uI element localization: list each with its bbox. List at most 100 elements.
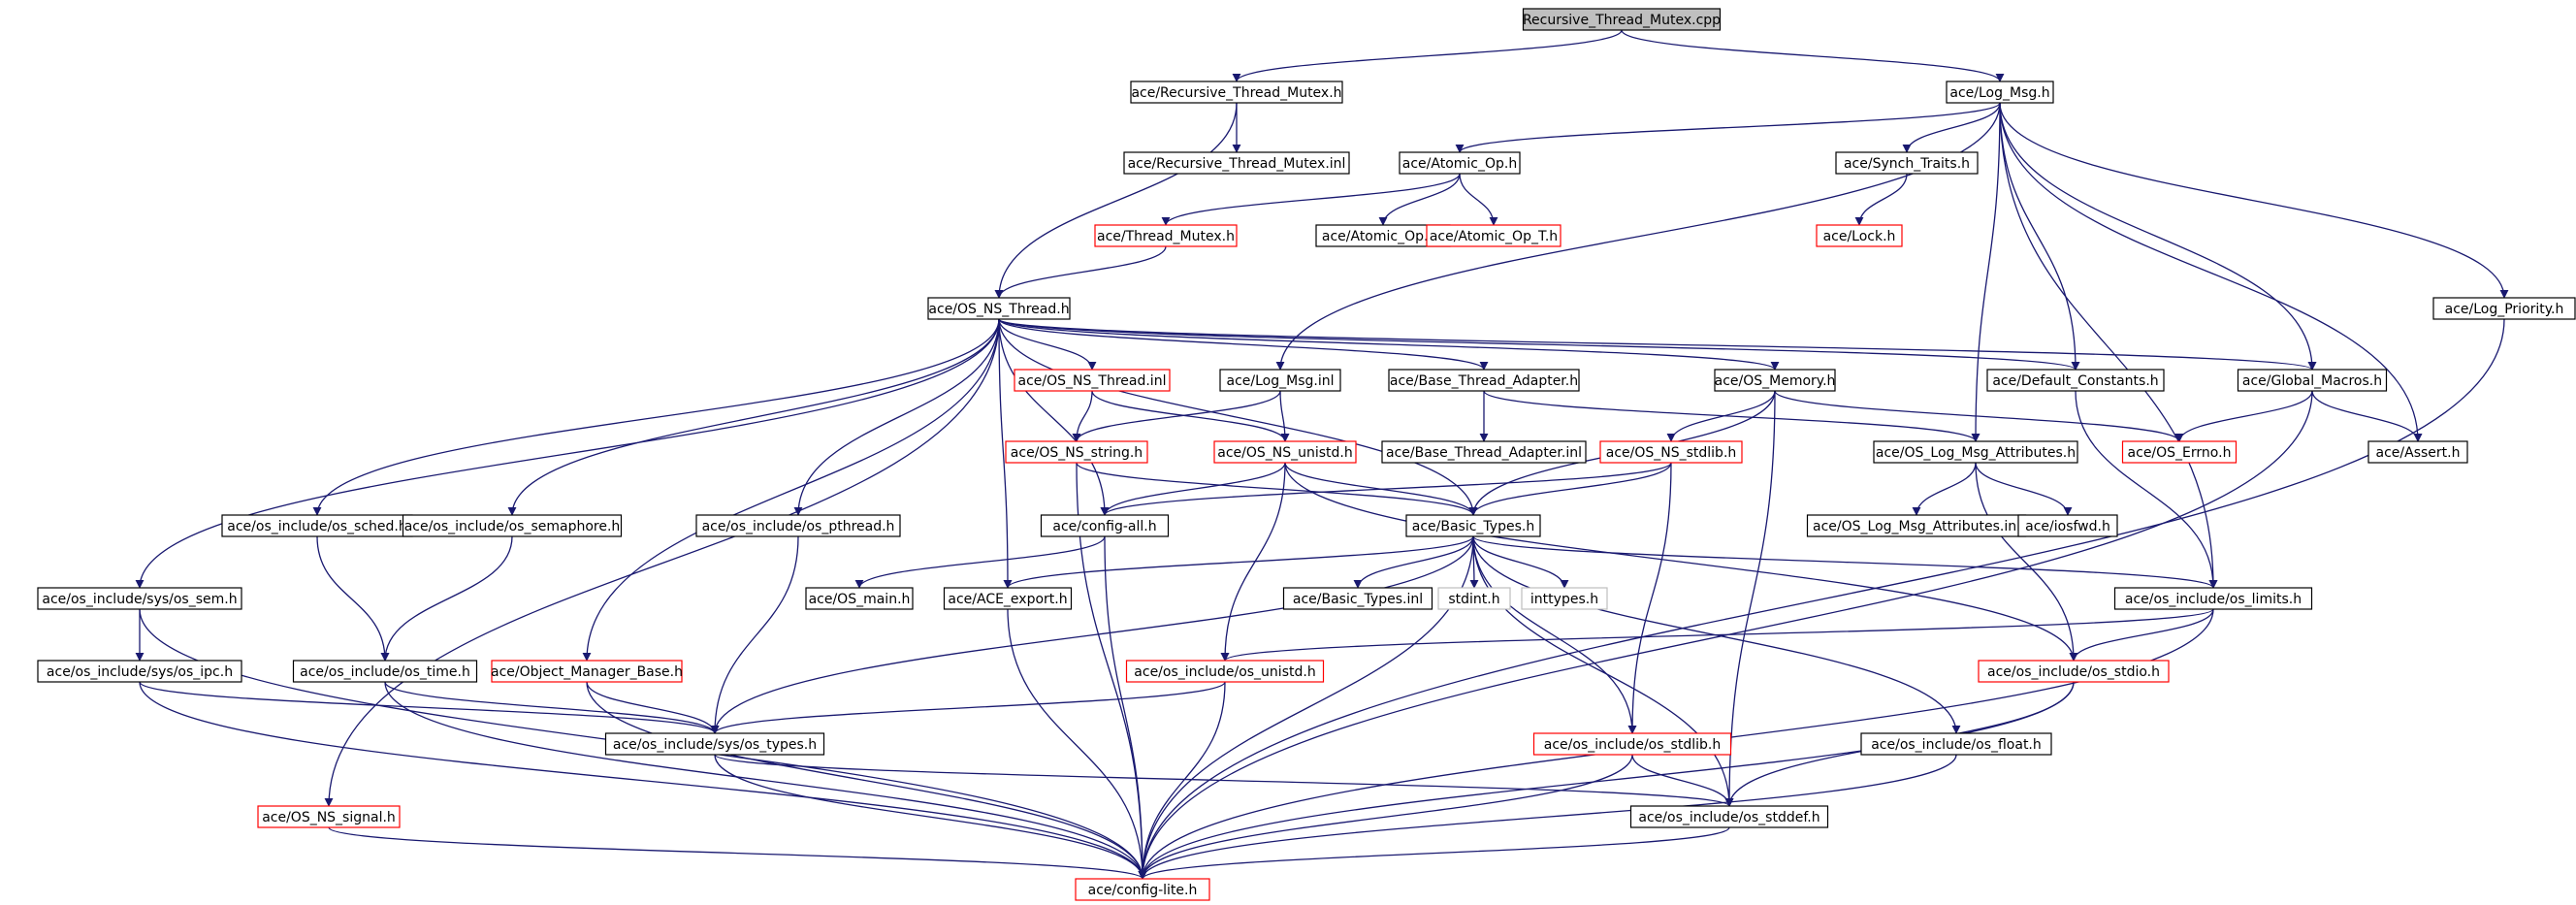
node-rtm-inl[interactable]: ace/Recursive_Thread_Mutex.inl <box>1123 151 1350 175</box>
node-stdint-h[interactable]: stdint.h <box>1437 587 1511 610</box>
node-default-constants-h[interactable]: ace/Default_Constants.h <box>1986 369 2165 392</box>
node-inttypes-h[interactable]: inttypes.h <box>1521 587 1608 610</box>
edge-os_unistd_h-to-config_lite_h <box>1138 681 1226 880</box>
edge-os_ns_unistd_h-to-os_stdio_h <box>1284 462 2078 662</box>
node-os-ns-string-h[interactable]: ace/OS_NS_string.h <box>1005 440 1148 464</box>
node-label: ace/Log_Priority.h <box>2445 302 2564 317</box>
edge-os_ns_thread_h-to-default_constants_h <box>998 318 2080 371</box>
node-box <box>1388 369 1580 392</box>
node-object-manager-base-h[interactable]: ace/Object_Manager_Base.h <box>491 660 683 683</box>
node-os-log-msg-attributes-h[interactable]: ace/OS_Log_Msg_Attributes.h <box>1873 440 2078 464</box>
node-base-thread-adapter-h[interactable]: ace/Base_Thread_Adapter.h <box>1388 369 1580 392</box>
node-label: ace/OS_NS_signal.h <box>262 810 396 825</box>
node-config-lite-h[interactable]: ace/config-lite.h <box>1075 878 1210 901</box>
node-config-all-h[interactable]: ace/config-all.h <box>1040 514 1170 537</box>
node-iosfwd-h[interactable]: ace/iosfwd.h <box>2017 514 2118 537</box>
edge-os_ns_thread_h-to-os_sem_h <box>135 318 1000 589</box>
node-box <box>1125 660 1325 683</box>
node-label: Recursive_Thread_Mutex.cpp <box>1523 13 1721 28</box>
edge-synch_traits_h-to-lock_h <box>1854 173 1908 226</box>
node-os-ns-unistd-h[interactable]: ace/OS_NS_unistd.h <box>1213 440 1357 464</box>
edge-log_msg_inl-to-os_ns_string_h <box>1072 390 1281 442</box>
edge-global_macros_h-to-os_errno_h <box>2174 390 2313 442</box>
node-label: ace/Global_Macros.h <box>2242 373 2382 389</box>
node-basic-types-h[interactable]: ace/Basic_Types.h <box>1405 514 1541 537</box>
node-label: ace/ACE_export.h <box>948 592 1067 607</box>
node-os-unistd-h[interactable]: ace/os_include/os_unistd.h <box>1125 660 1325 683</box>
node-label: ace/Log_Msg.inl <box>1227 373 1335 389</box>
node-label: ace/Base_Thread_Adapter.inl <box>1386 445 1582 461</box>
node-label: ace/os_include/os_pthread.h <box>702 519 895 534</box>
node-label: ace/config-all.h <box>1052 519 1156 534</box>
edge-os_ns_signal_h-to-config_lite_h <box>328 826 1147 880</box>
node-basic-types-inl[interactable]: ace/Basic_Types.inl <box>1282 587 1433 610</box>
node-os-log-msg-attributes-inl[interactable]: ace/OS_Log_Msg_Attributes.inl <box>1806 514 2027 537</box>
node-thread-mutex-h[interactable]: ace/Thread_Mutex.h <box>1094 224 1238 247</box>
node-os-ns-signal-h[interactable]: ace/OS_NS_signal.h <box>257 805 401 828</box>
node-label: ace/os_include/os_unistd.h <box>1134 664 1315 680</box>
node-label: ace/OS_Log_Msg_Attributes.inl <box>1813 519 2020 534</box>
edge-log_msg_h-to-log_priority_h <box>1999 102 2509 299</box>
node-rtm-h[interactable]: ace/Recursive_Thread_Mutex.h <box>1130 81 1343 104</box>
node-os-semaphore-h[interactable]: ace/os_include/os_semaphore.h <box>402 514 623 537</box>
edge-os_unistd_h-to-os_types_h <box>710 681 1226 734</box>
node-os-limits-h[interactable]: ace/os_include/os_limits.h <box>2113 587 2313 610</box>
node-box <box>1219 369 1341 392</box>
node-atomic-op-h[interactable]: ace/Atomic_Op.h <box>1399 151 1521 175</box>
edge-basic_types_h-to-os_limits_h <box>1472 535 2218 589</box>
node-os-stdio-h[interactable]: ace/os_include/os_stdio.h <box>1978 660 2170 683</box>
node-box <box>1835 151 1979 175</box>
edge-basic_types_h-to-basic_types_inl <box>1353 535 1474 589</box>
node-box <box>1130 81 1343 104</box>
node-root[interactable]: Recursive_Thread_Mutex.cpp <box>1522 8 1722 31</box>
node-os-ns-thread-inl[interactable]: ace/OS_NS_Thread.inl <box>1014 369 1171 392</box>
node-os-main-h[interactable]: ace/OS_main.h <box>805 587 914 610</box>
node-os-stdlib-h[interactable]: ace/os_include/os_stdlib.h <box>1532 732 1732 756</box>
node-label: ace/Lock.h <box>1823 229 1896 244</box>
node-log-priority-h[interactable]: ace/Log_Priority.h <box>2432 297 2576 320</box>
node-box <box>1381 440 1587 464</box>
node-label: ace/OS_main.h <box>809 592 911 607</box>
edge-atomic_op_h-to-atomic_op_t_h <box>1459 173 1498 226</box>
node-log-msg-inl[interactable]: ace/Log_Msg.inl <box>1219 369 1341 392</box>
node-os-errno-h[interactable]: ace/OS_Errno.h <box>2121 440 2238 464</box>
node-box <box>1075 878 1210 901</box>
node-os-time-h[interactable]: ace/os_include/os_time.h <box>292 660 478 683</box>
node-os-float-h[interactable]: ace/os_include/os_float.h <box>1860 732 2052 756</box>
node-label: ace/Atomic_Op_T.h <box>1430 229 1558 244</box>
edge-os_memory_h-to-os_stddef_h <box>1724 390 1776 807</box>
node-base-thread-adapter-inl[interactable]: ace/Base_Thread_Adapter.inl <box>1381 440 1587 464</box>
node-assert-h[interactable]: ace/Assert.h <box>2367 440 2468 464</box>
node-box <box>943 587 1073 610</box>
node-atomic-op-inl[interactable]: ace/Atomic_Op.inl <box>1315 224 1451 247</box>
node-os-ns-thread-h[interactable]: ace/OS_NS_Thread.h <box>927 297 1071 320</box>
node-box <box>2367 440 2468 464</box>
node-box <box>1522 8 1722 31</box>
node-box <box>1123 151 1350 175</box>
node-label: ace/OS_NS_unistd.h <box>1217 445 1353 461</box>
edge-config_all_h-to-config_lite_h <box>1104 535 1147 880</box>
node-os-sem-h[interactable]: ace/os_include/sys/os_sem.h <box>37 587 242 610</box>
edge-os_semaphore_h-to-os_time_h <box>380 535 513 662</box>
node-os-ipc-h[interactable]: ace/os_include/sys/os_ipc.h <box>37 660 242 683</box>
edge-os_stdlib_h-to-os_stddef_h <box>1631 754 1734 807</box>
edge-basic_types_h-to-os_stddef_h <box>1472 535 1734 807</box>
node-synch-traits-h[interactable]: ace/Synch_Traits.h <box>1835 151 1979 175</box>
node-ace-export-h[interactable]: ace/ACE_export.h <box>943 587 1073 610</box>
node-box <box>1521 587 1608 610</box>
node-os-sched-h[interactable]: ace/os_include/os_sched.h <box>221 514 413 537</box>
node-log-msg-h[interactable]: ace/Log_Msg.h <box>1946 81 2054 104</box>
node-lock-h[interactable]: ace/Lock.h <box>1816 224 1903 247</box>
node-os-memory-h[interactable]: ace/OS_Memory.h <box>1714 369 1836 392</box>
node-label: ace/Atomic_Op.h <box>1402 156 1517 172</box>
node-os-pthread-h[interactable]: ace/os_include/os_pthread.h <box>695 514 901 537</box>
node-os-types-h[interactable]: ace/os_include/sys/os_types.h <box>604 732 825 756</box>
node-box <box>491 660 683 683</box>
node-os-stddef-h[interactable]: ace/os_include/os_stddef.h <box>1629 805 1829 828</box>
node-label: ace/Default_Constants.h <box>1992 373 2158 389</box>
node-label: ace/os_include/os_stdio.h <box>1987 664 2160 680</box>
node-atomic-op-t-h[interactable]: ace/Atomic_Op_T.h <box>1426 224 1562 247</box>
node-box <box>1213 440 1357 464</box>
node-os-ns-stdlib-h[interactable]: ace/OS_NS_stdlib.h <box>1599 440 1743 464</box>
node-global-macros-h[interactable]: ace/Global_Macros.h <box>2237 369 2388 392</box>
